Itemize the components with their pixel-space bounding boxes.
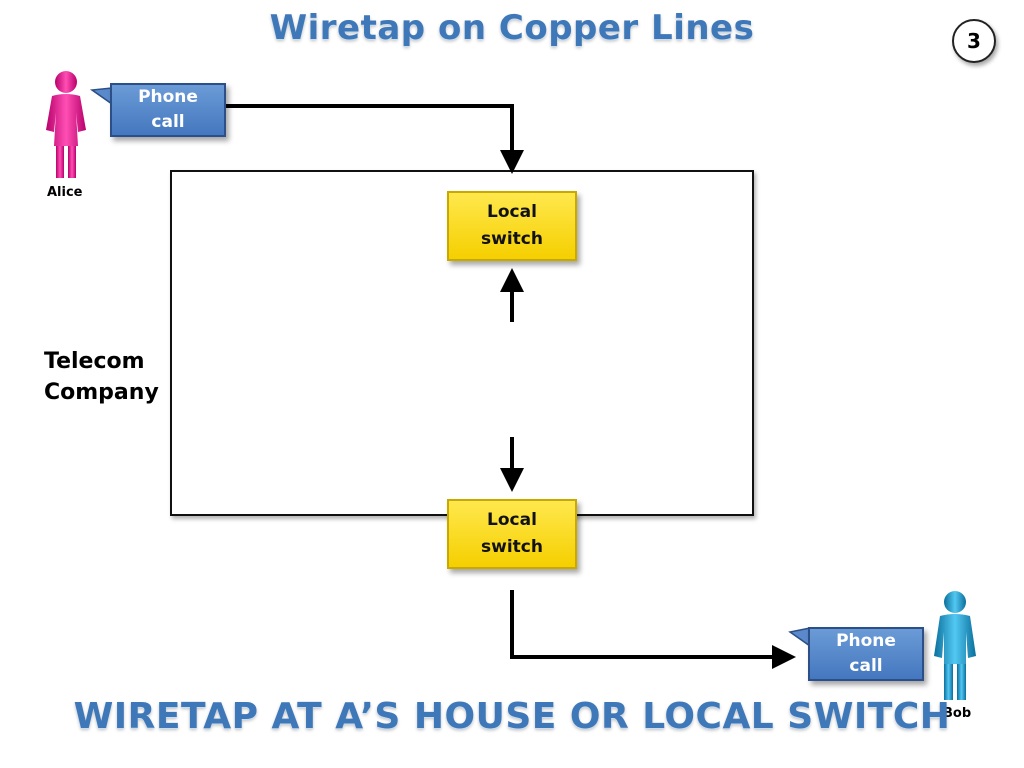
switch-bottom-line1: Local	[487, 510, 537, 530]
footer-caption: WIRETAP AT A’S HOUSE OR LOCAL SWITCH	[73, 696, 951, 737]
switch-bottom-line2: switch	[481, 537, 543, 557]
page-number-badge: 3	[952, 19, 996, 63]
bob-label: Bob	[943, 706, 972, 721]
bob-bubble-line1: Phone	[836, 631, 896, 651]
alice-phone-call-bubble: Phone call	[110, 83, 226, 137]
telecom-company-label: Telecom Company	[44, 346, 159, 408]
local-switch-bottom: Local switch	[447, 499, 577, 569]
alice-bubble-line2: call	[151, 112, 185, 132]
bob-phone-call-bubble: Phone call	[808, 627, 924, 681]
switch-top-line2: switch	[481, 229, 543, 249]
switch-top-line1: Local	[487, 202, 537, 222]
local-switch-top: Local switch	[447, 191, 577, 261]
alice-label: Alice	[47, 185, 83, 200]
bob-bubble-line2: call	[849, 656, 883, 676]
alice-to-switch-arrow	[224, 104, 524, 174]
slide-title: Wiretap on Copper Lines	[269, 8, 755, 48]
company-label-line2: Company	[44, 380, 159, 405]
alice-bubble-line1: Phone	[138, 87, 198, 107]
company-label-line1: Telecom	[44, 349, 145, 374]
switch-to-bob-arrow	[510, 590, 796, 669]
